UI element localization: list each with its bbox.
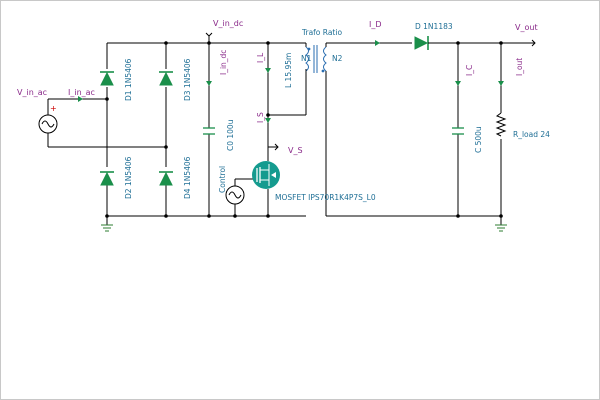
label-d4: D4 1N5406 — [183, 156, 192, 199]
probe-v-s — [268, 143, 279, 151]
label-trafo-ratio: Trafo Ratio — [301, 28, 342, 37]
label-i-in-dc: I_in_dc — [219, 50, 228, 75]
probe-v-in-dc — [205, 32, 213, 43]
mosfet-switch[interactable] — [252, 161, 280, 189]
label-mosfet: MOSFET IPS70R1K4P7S_L0 — [275, 193, 376, 202]
svg-text:+: + — [50, 104, 57, 113]
capacitor-c-out[interactable] — [452, 127, 464, 135]
label-i-out: I_out — [515, 58, 524, 76]
label-i-s: I_S — [256, 112, 265, 123]
current-arrow-i-in-ac — [78, 96, 83, 102]
capacitor-c0[interactable] — [203, 127, 215, 135]
label-i-c: I_C — [465, 65, 474, 76]
diode-d1[interactable] — [100, 71, 114, 86]
label-v-s: V_S — [288, 146, 303, 155]
current-arrow-i-out — [498, 81, 504, 86]
current-arrow-i-in-dc — [206, 81, 212, 86]
label-i-d: I_D — [369, 20, 382, 29]
ac-source[interactable]: + — [38, 99, 58, 147]
inductor-l[interactable] — [265, 58, 271, 101]
label-l: L 15.95m — [284, 53, 293, 88]
current-arrow-i-c — [455, 81, 461, 86]
label-d3: D3 1N5406 — [183, 58, 192, 101]
label-control: Control — [218, 166, 227, 193]
label-d2: D2 1N5406 — [124, 156, 133, 199]
label-c0: C0 100u — [226, 119, 235, 151]
resistor-r-load[interactable] — [495, 112, 507, 137]
label-i-l: I_L — [256, 52, 265, 63]
diode-d4[interactable] — [159, 171, 173, 186]
label-d-out: D 1N1183 — [415, 22, 453, 31]
diode-d2[interactable] — [100, 171, 114, 186]
label-c-out: C 500u — [474, 126, 483, 153]
ground-symbol-bridge — [101, 216, 113, 232]
label-v-in-ac: V_in_ac — [17, 88, 47, 97]
ground-symbol-output — [495, 216, 507, 232]
label-d1: D1 1N5406 — [124, 58, 133, 101]
label-n2: N2 — [332, 54, 343, 63]
control-source[interactable] — [225, 185, 245, 205]
diode-d3[interactable] — [159, 71, 173, 86]
label-v-in-dc: V_in_dc — [213, 19, 243, 28]
current-arrow-i-d — [375, 40, 380, 46]
label-n1: N1 — [301, 54, 312, 63]
label-v-out: V_out — [515, 23, 538, 32]
current-arrow-i-s — [265, 118, 271, 123]
label-i-in-ac: I_in_ac — [68, 88, 95, 97]
transformer[interactable] — [305, 45, 327, 73]
probe-v-out — [531, 39, 536, 47]
diode-d-out[interactable] — [414, 36, 429, 50]
label-r-load: R_load 24 — [513, 130, 550, 139]
